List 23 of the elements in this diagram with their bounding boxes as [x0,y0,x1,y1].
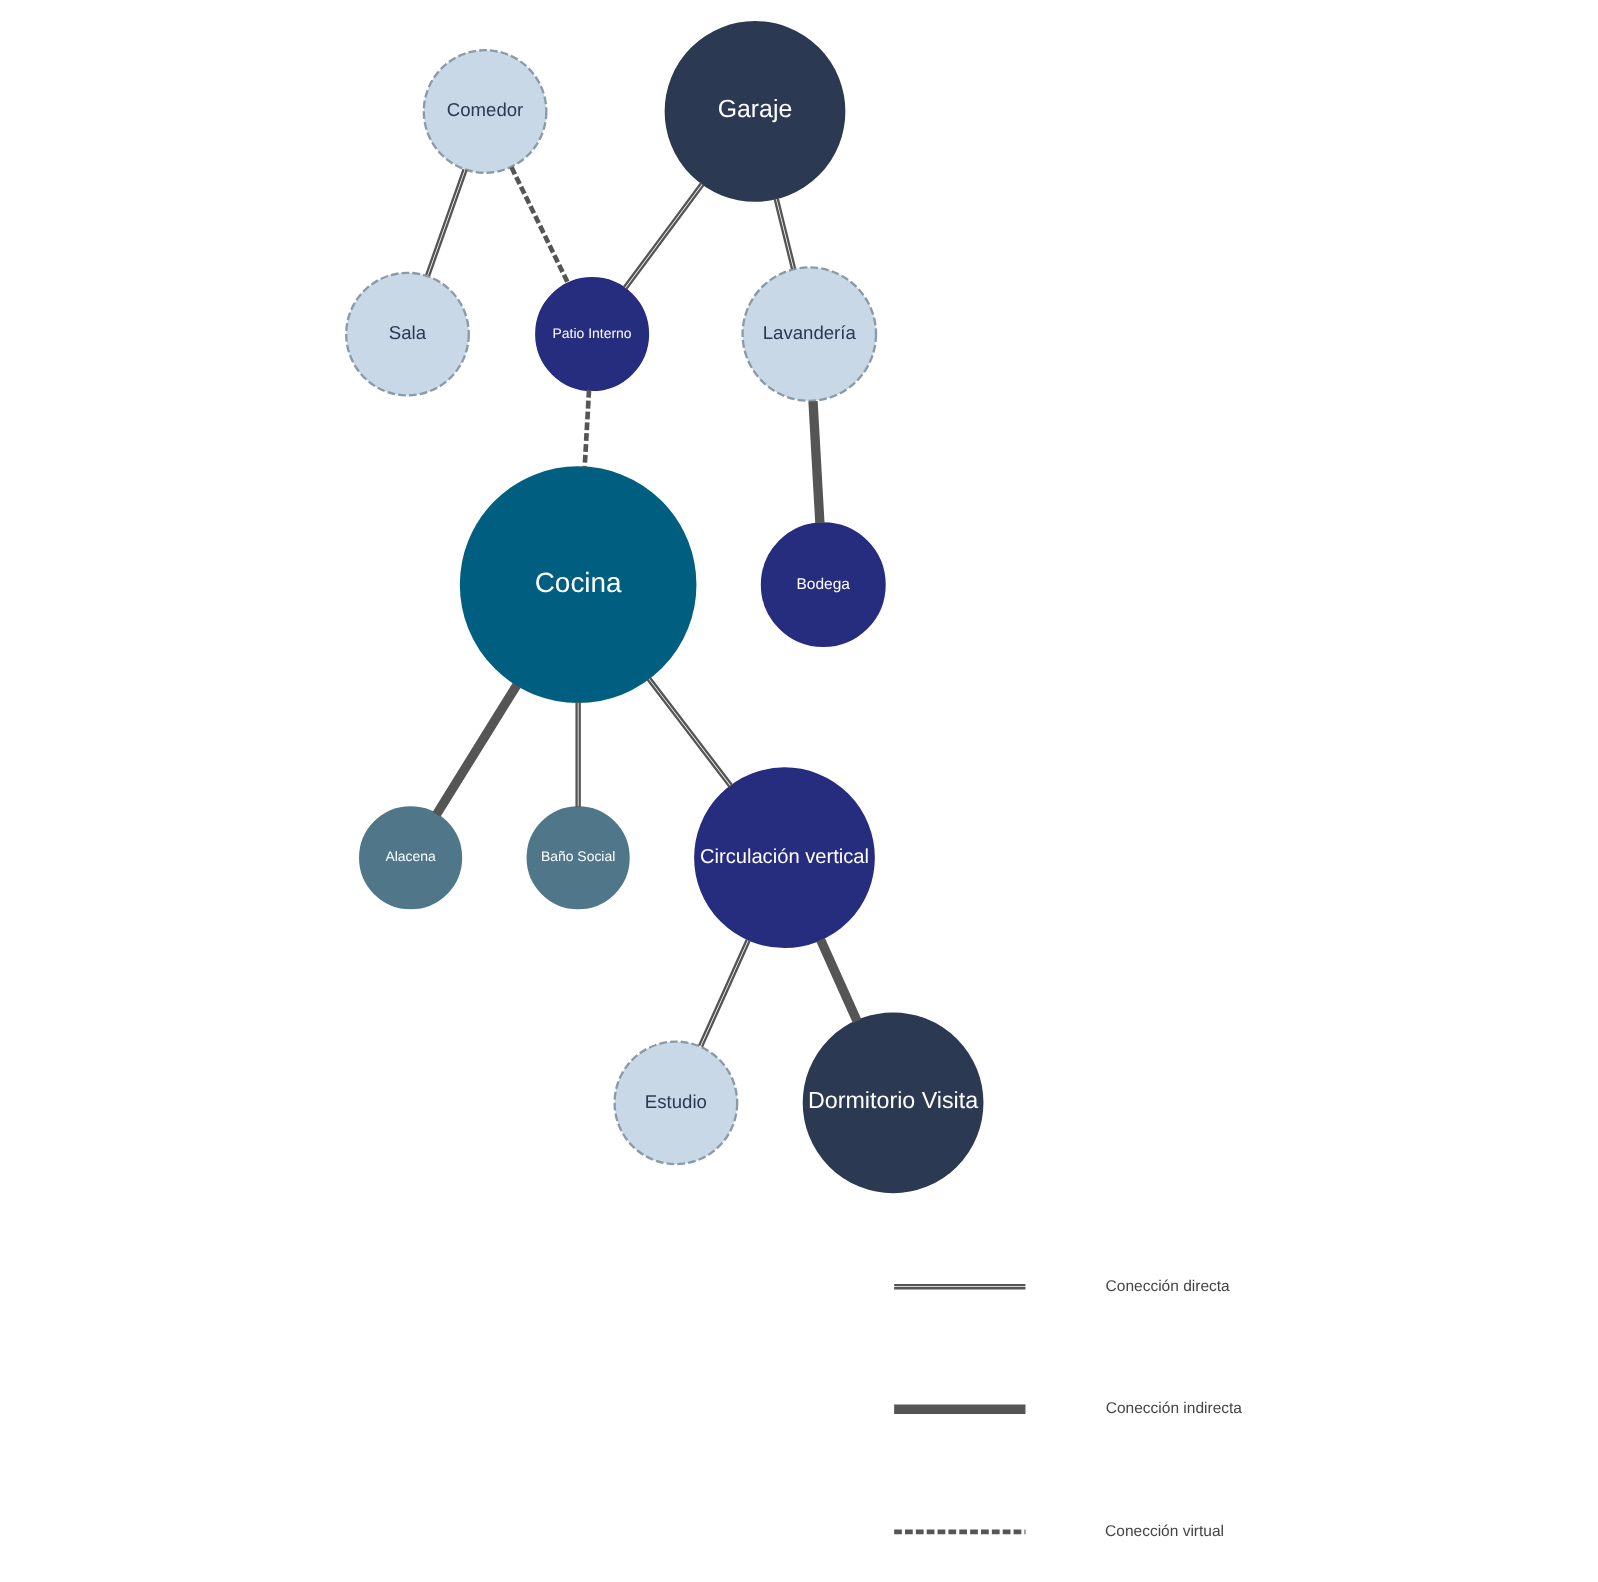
node-circle: Sala [344,271,469,397]
connector [581,389,591,468]
connector [574,701,580,808]
connector [621,182,704,290]
connector [815,937,861,1023]
legend-label: Conección directa [1104,1276,1229,1295]
node-circle: Lavandería [740,266,877,402]
connector [772,197,796,270]
connector [424,168,467,277]
connector [697,938,750,1048]
legend-label: Conección indirecta [1104,1399,1241,1418]
node-circle: Circulación vertical [693,767,874,949]
connector [508,166,570,285]
node-circle: Bodega [759,522,885,648]
node-circle: Garaje [663,21,845,202]
node-circle: Comedor [421,49,547,174]
node-circle: Estudio [612,1040,738,1166]
legend-label: Conección virtual [1104,1521,1224,1540]
connector [431,682,520,817]
connector [807,401,824,524]
connector [645,676,733,788]
node-circle: Dormitorio Visita [801,1012,983,1194]
node-circle: Cocina [458,466,696,703]
